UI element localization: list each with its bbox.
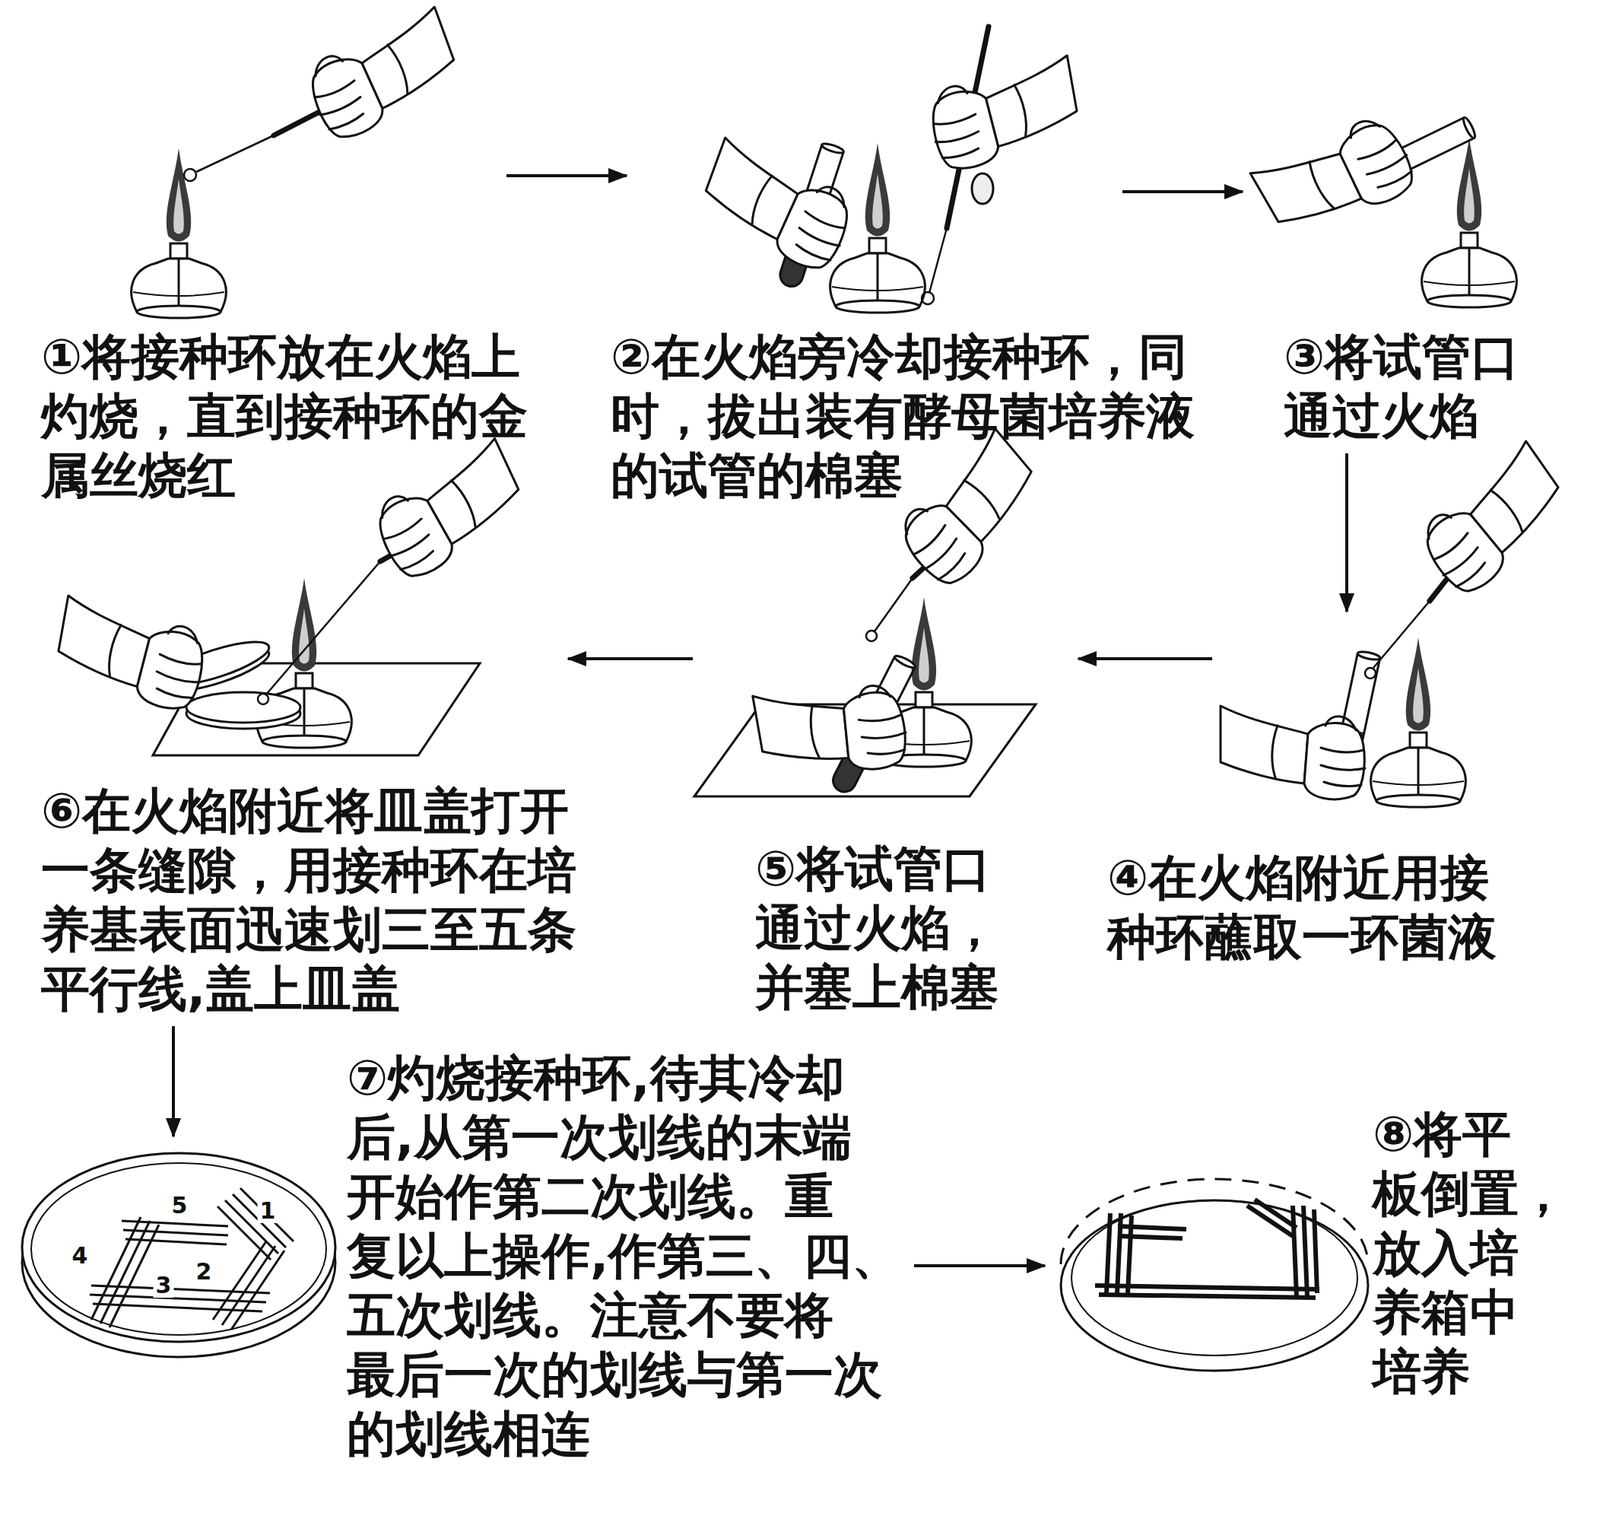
procedure-step: ⑤将试管口 通过火焰， 并塞上棉塞	[694, 498, 1077, 1020]
step-8-dish	[1060, 1178, 1369, 1371]
illustration-circle	[257, 693, 269, 705]
procedure-step: ⑦灼烧接种环,待其冷却 后,从第一次划线的末端 开始作第二次划线。重 复以上操作…	[17, 1044, 910, 1467]
illustration-circle	[921, 292, 934, 305]
step-4-figure	[1220, 441, 1580, 807]
illustration-use	[752, 670, 912, 788]
illustration-ellipse	[1071, 1200, 1358, 1356]
illustration-ellipse	[31, 1162, 327, 1335]
procedure-step: ②在火焰旁冷却接种环，同 时，拔出装有酵母菌培养液 的试管的棉塞	[607, 27, 1213, 508]
illustration-ellipse	[186, 692, 301, 723]
illustration-path	[217, 1187, 294, 1260]
illustration-line	[874, 577, 913, 632]
streak-number: 5	[169, 1193, 191, 1218]
illustration-path	[1117, 1225, 1187, 1239]
illustration-use	[1371, 637, 1467, 807]
streak-number: 4	[69, 1243, 91, 1268]
figure-area	[1216, 615, 1552, 837]
procedure-step: ④在火焰附近用接 种环蘸取一环菌液	[1104, 612, 1555, 970]
flow-arrow	[506, 174, 627, 178]
illustration-path	[212, 1241, 285, 1330]
procedure-step: ⑥在火焰附近将皿盖打开 一条缝隙，用接种环在培 养基表面迅速划三至五条 平行线,…	[38, 491, 600, 1022]
step-caption: ④在火焰附近用接 种环蘸取一环菌液	[1107, 847, 1512, 967]
figure-area	[83, 494, 564, 757]
step-7-dish	[22, 1152, 336, 1357]
illustration-line	[929, 228, 947, 293]
figure-area	[114, 45, 502, 312]
illustration-use	[1407, 441, 1580, 601]
illustration-line	[266, 561, 381, 695]
flow-arrow	[1078, 657, 1213, 661]
flow-arrow	[171, 1025, 175, 1137]
figure-area	[1049, 1178, 1373, 1369]
figure-area	[20, 1140, 337, 1350]
illustration-ellipse	[971, 173, 994, 204]
figure-area	[697, 501, 1074, 799]
procedure-step: ③将试管口 通过火焰	[1244, 50, 1578, 449]
flow-arrow	[914, 1263, 1045, 1267]
figure-area	[631, 30, 1118, 312]
step-caption: ⑤将试管口 通过火焰， 并塞上棉塞	[755, 838, 1013, 1017]
illustration-line	[196, 135, 274, 172]
illustration-use	[298, 6, 467, 144]
illustration-circle	[866, 630, 877, 642]
step-1-figure	[131, 6, 467, 318]
illustration-use	[884, 428, 1055, 593]
procedure-step: ⑧将平 板倒置， 放入培 养箱中 培养	[1046, 1101, 1585, 1404]
illustration-path	[121, 1220, 229, 1245]
illustration-path	[91, 1216, 159, 1327]
step-caption: ②在火焰旁冷却接种环，同 时，拔出装有酵母菌培养液 的试管的棉塞	[610, 326, 1210, 505]
illustration-use	[1250, 101, 1423, 254]
streak-number: 1	[257, 1198, 279, 1223]
illustration-use	[924, 55, 1083, 173]
illustration-use	[363, 438, 534, 585]
flow-arrow	[568, 657, 693, 661]
illustration-path	[1247, 1199, 1297, 1236]
illustration-circle	[1365, 667, 1376, 679]
illustration-ellipse	[22, 1152, 336, 1342]
flow-arrow	[1122, 190, 1243, 194]
step-caption: ⑧将平 板倒置， 放入培 养箱中 培养	[1372, 1104, 1582, 1401]
streak-number: 2	[193, 1259, 215, 1284]
illustration-path	[1292, 1205, 1318, 1297]
figure-area	[1247, 53, 1575, 312]
illustration-path	[1095, 1285, 1320, 1298]
illustration-line	[1373, 600, 1430, 668]
step-caption: ⑦灼烧接种环,待其冷却 后,从第一次划线的末端 开始作第二次划线。重 复以上操作…	[346, 1047, 907, 1464]
illustration-circle	[184, 168, 197, 181]
step-caption: ③将试管口 通过火焰	[1283, 326, 1542, 446]
step-caption: ①将接种环放在火焰上 灼烧，直到接种环的金 属丝烧红	[41, 326, 543, 505]
illustration-use	[1220, 705, 1366, 800]
illustration-use	[693, 137, 862, 275]
illustration-ellipse	[1060, 1200, 1369, 1371]
flow-arrow	[1345, 453, 1349, 612]
procedure-step: ①将接种环放在火焰上 灼烧，直到接种环的金 属丝烧红	[38, 42, 546, 508]
illustration-use	[51, 595, 210, 713]
step-caption: ⑥在火焰附近将皿盖打开 一条缝隙，用接种环在培 养基表面迅速划三至五条 平行线,…	[41, 780, 597, 1019]
streak-number: 3	[153, 1273, 175, 1298]
illustration-use	[131, 148, 227, 318]
illustration-use	[1422, 137, 1518, 308]
step-2-figure	[693, 26, 1084, 313]
step-3-figure	[1250, 101, 1517, 308]
